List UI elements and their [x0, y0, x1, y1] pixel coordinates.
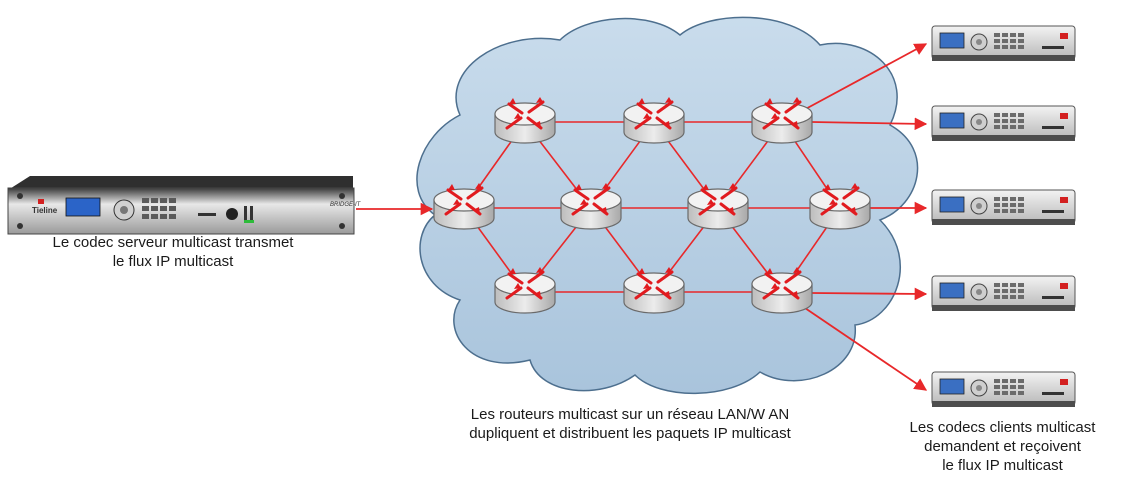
- arrow-to-client-2: [811, 117, 928, 131]
- arrow-to-client-4: [811, 287, 928, 301]
- server-caption-line-2: le flux IP multicast: [112, 253, 234, 270]
- client-codecs: [931, 25, 1076, 408]
- server-brand-label: Tieline: [32, 206, 58, 215]
- clients-caption-line-3: le flux IP multicast: [942, 457, 1063, 474]
- server-caption-line-1: Le codec serveur multicast transmet: [52, 234, 294, 251]
- server-codec: Tieline BRIDGE-IT: [7, 176, 362, 235]
- clients-caption-line-2: demandent et reçoivent: [924, 438, 1081, 455]
- client-codec-icon: [931, 25, 1076, 62]
- clients-caption: Les codecs clients multicast demandent e…: [890, 418, 1115, 475]
- routers-caption: Les routeurs multicast sur un réseau LAN…: [430, 405, 830, 443]
- client-codec-icon: [931, 105, 1076, 142]
- multicast-arrows: [356, 43, 928, 391]
- server-caption: Le codec serveur multicast transmet le f…: [8, 233, 338, 271]
- client-codec-icon: [931, 189, 1076, 226]
- arrow-to-client-5: [801, 305, 928, 391]
- arrow-to-client-1: [799, 43, 928, 113]
- routers-caption-line-2: dupliquent et distribuent les paquets IP…: [469, 425, 791, 442]
- clients-caption-line-1: Les codecs clients multicast: [909, 419, 1096, 436]
- routers-caption-line-1: Les routeurs multicast sur un réseau LAN…: [470, 406, 790, 423]
- client-codec-icon: [931, 275, 1076, 312]
- client-codec-icon: [931, 371, 1076, 408]
- server-model-label: BRIDGE-IT: [330, 202, 362, 208]
